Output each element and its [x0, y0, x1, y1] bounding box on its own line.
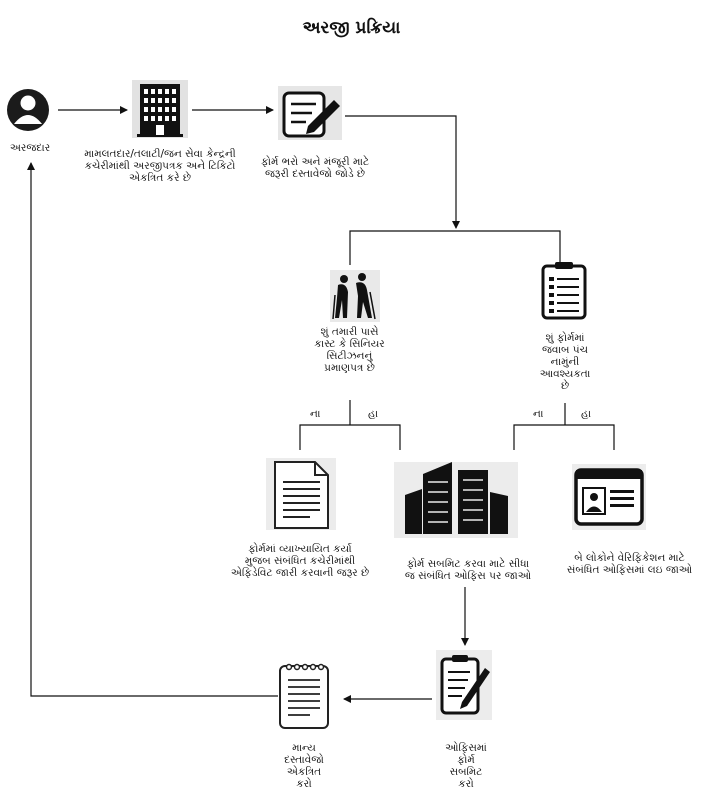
office-towers-icon	[394, 462, 518, 538]
panch-no-label: ના	[533, 408, 544, 420]
caste-question-label: શું તમારી પાસે કાસ્ટ કે સિનિયર સિટીઝનનું…	[314, 326, 385, 374]
fill-form-label: ફોર્મ ભરો અને મંજૂરી માટે જરૂરી દસ્તાવેજ…	[260, 156, 370, 180]
clipboard-checklist-icon	[541, 262, 587, 320]
arrow-form-to-split	[345, 115, 460, 229]
connectors	[27, 106, 615, 703]
id-card-icon	[572, 464, 646, 530]
diagram-title: અરજી પ્રક્રિયા	[302, 18, 401, 38]
submit-office-label: ફોર્મ સબમિટ કરવા માટે સીધા જ સંબંધિત ઓફિ…	[404, 558, 532, 582]
caste-yes-label: હા	[368, 408, 379, 420]
panch-yes-label: હા	[581, 408, 592, 420]
applicant-label: અરજદાર	[9, 142, 51, 154]
arrow-docs-to-applicant	[27, 162, 278, 697]
collect-docs-label: માન્ય દસ્તાવેજો એકત્રિત કરો	[284, 742, 324, 790]
verification-label: બે લોકોને વેરિફિકેશન માટે સંબંધિત ઓફિસમા…	[566, 552, 693, 576]
form-edit-icon	[278, 86, 342, 140]
collect-at-center-label: મામલતદાર/તલાટી/જન સેવા કેન્દ્રની કચેરીમા…	[84, 148, 236, 184]
caste-no-label: ના	[310, 408, 321, 420]
clipboard-pen-icon	[436, 650, 492, 720]
user-avatar-icon	[7, 89, 49, 131]
notepad-icon	[279, 663, 329, 729]
affidavit-label: ફોર્મમાં વ્યાખ્યાયિત કર્યા મુજબ સંબંધિત …	[230, 543, 370, 579]
panch-question-label: શું ફોર્મમાં જવાબ પંચ નામુંની આવશ્યકતા છ…	[539, 332, 591, 392]
panch-bracket	[513, 424, 615, 450]
split-bracket-top	[349, 230, 561, 265]
office-building-icon	[132, 80, 188, 138]
caste-bracket	[299, 424, 401, 450]
elderly-couple-icon	[330, 270, 380, 322]
document-icon	[266, 458, 336, 530]
submit-form-label: ઓફિસમાં ફોર્મ સબમિટ કરો	[445, 742, 487, 790]
